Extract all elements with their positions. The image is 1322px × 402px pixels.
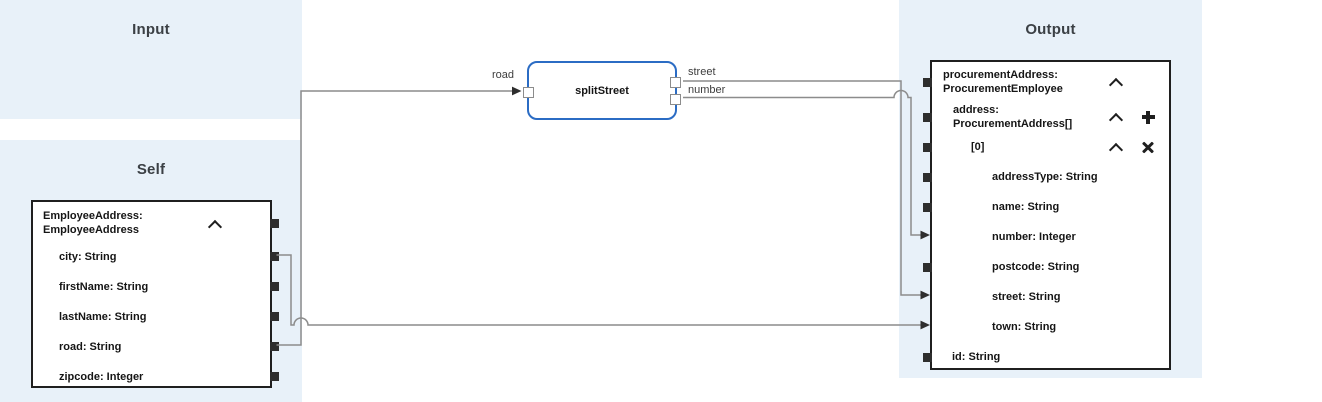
add-array-item-button[interactable] — [1139, 108, 1157, 126]
target-node-title-line1: procurementAddress: — [943, 69, 1058, 81]
function-node-label: splitStreet — [575, 84, 629, 97]
source-node-employee-address: EmployeeAddress: EmployeeAddress city: S… — [31, 200, 279, 388]
target-node-title: procurementAddress: ProcurementEmployee — [943, 68, 1063, 96]
field-firstname: firstName: String — [59, 281, 149, 293]
delete-array-item-button[interactable] — [1139, 138, 1157, 156]
port-name[interactable] — [923, 203, 932, 212]
field-zipcode: zipcode: Integer — [59, 371, 144, 383]
chevron-up-icon — [207, 219, 223, 234]
target-node-procurement-employee: procurementAddress: ProcurementEmployee … — [923, 60, 1171, 370]
target-field-number: number: Integer — [992, 231, 1076, 243]
port-firstname[interactable] — [270, 282, 279, 291]
target-field-street: street: String — [992, 291, 1061, 303]
port-postcode[interactable] — [923, 263, 932, 272]
port-employee-address[interactable] — [270, 219, 279, 228]
target-field-address: address: ProcurementAddress[] — [953, 103, 1072, 131]
port-label-road: road — [491, 69, 514, 81]
target-field-name: name: String — [992, 201, 1060, 213]
field-city: city: String — [59, 251, 117, 263]
target-field-postcode: postcode: String — [992, 261, 1080, 273]
target-address-line1: address: — [953, 104, 999, 116]
edge-splitstreet-number-to-number[interactable] — [683, 89, 922, 236]
collapse-button[interactable] — [1107, 108, 1125, 127]
close-icon — [1141, 140, 1155, 154]
input-panel-title: Input — [132, 21, 170, 38]
edge-city-to-town[interactable] — [276, 254, 922, 326]
port-address[interactable] — [923, 113, 932, 122]
port-city[interactable] — [270, 252, 279, 261]
input-panel: Input — [0, 0, 302, 119]
port-label-number: number — [688, 84, 726, 96]
output-panel-title: Output — [1025, 21, 1076, 38]
port-array-index[interactable] — [923, 143, 932, 152]
collapse-button[interactable] — [206, 215, 224, 234]
chevron-up-icon — [1108, 142, 1124, 157]
port-id[interactable] — [923, 353, 932, 362]
port-zipcode[interactable] — [270, 372, 279, 381]
port-procurement-address[interactable] — [923, 78, 932, 87]
port-label-street: street — [688, 66, 716, 78]
target-array-index: [0] — [971, 141, 985, 153]
edge-road-to-splitstreet[interactable] — [276, 90, 514, 346]
source-node-title: EmployeeAddress: EmployeeAddress — [43, 209, 143, 237]
target-field-town: town: String — [992, 321, 1057, 333]
function-input-port-road[interactable] — [523, 87, 534, 98]
field-road: road: String — [59, 341, 122, 353]
port-road[interactable] — [270, 342, 279, 351]
collapse-button[interactable] — [1107, 138, 1125, 157]
edge-splitstreet-street-to-street[interactable] — [683, 80, 922, 296]
chevron-up-icon — [1108, 112, 1124, 127]
function-output-port-street[interactable] — [670, 77, 681, 88]
arrowhead-road — [512, 86, 522, 96]
target-node-title-line2: ProcurementEmployee — [943, 83, 1063, 95]
chevron-up-icon — [1108, 77, 1124, 92]
collapse-button[interactable] — [1107, 73, 1125, 92]
self-panel-title: Self — [136, 161, 166, 178]
function-output-port-number[interactable] — [670, 94, 681, 105]
target-address-line2: ProcurementAddress[] — [953, 118, 1073, 130]
port-lastname[interactable] — [270, 312, 279, 321]
target-field-id: id: String — [952, 351, 1001, 363]
source-node-title-line1: EmployeeAddress: — [43, 210, 143, 222]
field-lastname: lastName: String — [59, 311, 147, 323]
source-node-title-line2: EmployeeAddress — [43, 224, 139, 236]
target-field-addresstype: addressType: String — [992, 171, 1098, 183]
function-node-splitstreet[interactable]: splitStreet — [523, 61, 681, 120]
plus-icon — [1141, 110, 1155, 124]
port-addresstype[interactable] — [923, 173, 932, 182]
